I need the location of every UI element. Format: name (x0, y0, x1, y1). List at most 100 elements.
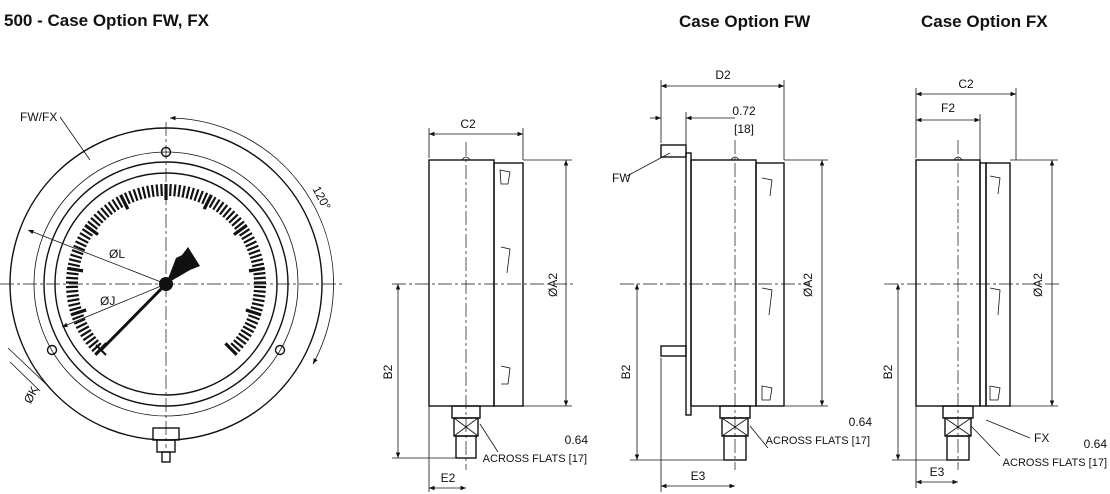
side-c2-label: C2 (460, 117, 476, 131)
side-view: C2 ØA2 B2 E2 0.64 ACROSS FLATS [17] (381, 117, 588, 492)
dial-minor-tick (169, 184, 172, 197)
dial-minor-tick (132, 189, 139, 202)
fx-c2-label: C2 (958, 77, 974, 91)
dial-minor-tick (75, 240, 87, 248)
bolt-hole-left (46, 344, 58, 356)
dial-minor-tick (68, 258, 82, 264)
side-b2-label: B2 (381, 364, 395, 379)
dial-minor-tick (181, 185, 186, 198)
fx-flats-leader (970, 425, 1001, 457)
dial-minor-tick (91, 342, 102, 353)
fx-f2-label: F2 (941, 101, 955, 115)
fx-a2-label: ØA2 (1031, 273, 1045, 297)
fw-stem-thread (723, 435, 747, 461)
dia-j-leader (61, 283, 167, 328)
dial-minor-tick (253, 293, 266, 298)
fx-bezel-clips (989, 175, 1001, 401)
dial-minor-tick (185, 186, 191, 199)
dial-minor-tick (249, 253, 262, 260)
side-stem-cross-2 (453, 417, 479, 437)
fw-flats-leader (749, 425, 769, 449)
dial-minor-tick (66, 293, 79, 298)
fx-stem-thread (946, 435, 970, 461)
fx-case-body (915, 159, 981, 407)
fx-title: Case Option FX (921, 12, 1048, 31)
dial-minor-tick (137, 187, 143, 200)
dial-minor-tick (66, 289, 79, 293)
side-a2-label: ØA2 (546, 273, 560, 297)
dial-minor-tick (189, 187, 195, 200)
pointer-tail (95, 344, 107, 356)
side-case-body (428, 159, 495, 407)
dial-minor-tick (77, 236, 89, 244)
side-bezel (493, 162, 524, 407)
dia-k-label: ØK (21, 384, 42, 406)
fw-stem-cross-2 (721, 417, 749, 437)
dial-minor-tick (251, 302, 264, 307)
dial-minor-tick (246, 317, 259, 325)
dial-minor-tick (253, 271, 266, 276)
dial-minor-tick (253, 289, 266, 293)
fwfx-leader (59, 116, 91, 161)
dial-minor-tick (82, 332, 94, 342)
dial-minor-tick (100, 207, 110, 218)
fw-callout-leader (626, 152, 671, 177)
dial-minor-tick (246, 244, 259, 252)
dia-l-label: ØL (109, 247, 125, 261)
dial-minor-tick (150, 184, 155, 198)
dial-minor-tick (72, 314, 85, 321)
fw-top-plug (730, 156, 740, 161)
dial-minor-tick (73, 317, 86, 325)
dial-minor-tick (173, 184, 177, 197)
dial-minor-tick (71, 249, 84, 256)
dial-minor-tick (251, 262, 265, 268)
dial-minor-tick (103, 204, 113, 216)
fx-view: C2 F2 ØA2 B2 E3 FX 0.64 ACROSS FLATS [17… (881, 77, 1107, 488)
fw-bezel (755, 162, 785, 407)
dial-minor-tick (123, 192, 131, 205)
dial-minor-tick (79, 232, 91, 241)
pointer-head (166, 247, 200, 284)
fx-bezel (985, 162, 1011, 407)
dial-major-tick (248, 266, 266, 273)
dial-minor-tick (197, 190, 204, 203)
dial-minor-tick (141, 186, 147, 199)
fw-072-mm: [18] (734, 122, 754, 136)
dial-minor-tick (75, 321, 88, 329)
side-stem-thread (455, 435, 477, 459)
dial-major-tick (70, 308, 87, 317)
dia-k-line (7, 347, 47, 385)
side-flats-text: ACROSS FLATS [17] (483, 453, 587, 465)
fx-flats-text: ACROSS FLATS [17] (1003, 457, 1107, 469)
dial-minor-tick (66, 276, 79, 280)
fx-callout: FX (1034, 431, 1049, 445)
fw-title: Case Option FW (679, 12, 811, 31)
fx-flats-value: 0.64 (1084, 437, 1108, 451)
angle-arc (169, 115, 334, 365)
fw-flats-text: ACROSS FLATS [17] (766, 435, 870, 447)
dia-k-line-2 (9, 361, 41, 392)
dial-minor-tick (247, 314, 260, 321)
fw-callout: FW (612, 171, 631, 185)
side-flats-value: 0.64 (565, 433, 589, 447)
dial-minor-tick (155, 184, 159, 197)
main-title: 500 - Case Option FW, FX (4, 11, 210, 30)
side-e2-label: E2 (441, 471, 456, 485)
dial-minor-tick (146, 185, 151, 198)
dial-major-tick (224, 342, 238, 356)
dial-minor-tick (248, 249, 261, 256)
fw-flats-value: 0.64 (849, 415, 873, 429)
fw-mount-tab-bottom (660, 345, 687, 357)
fx-e3-label: E3 (930, 465, 945, 479)
dial-minor-tick (107, 201, 117, 213)
dial-minor-tick (253, 276, 266, 280)
dial-minor-tick (111, 198, 120, 211)
dial-minor-tick (66, 271, 79, 276)
fw-d2-label: D2 (715, 68, 731, 82)
side-bezel-clips (499, 169, 511, 385)
dial-minor-tick (128, 190, 135, 203)
dial-minor-tick (68, 302, 81, 307)
fw-e3-label: E3 (691, 469, 706, 483)
